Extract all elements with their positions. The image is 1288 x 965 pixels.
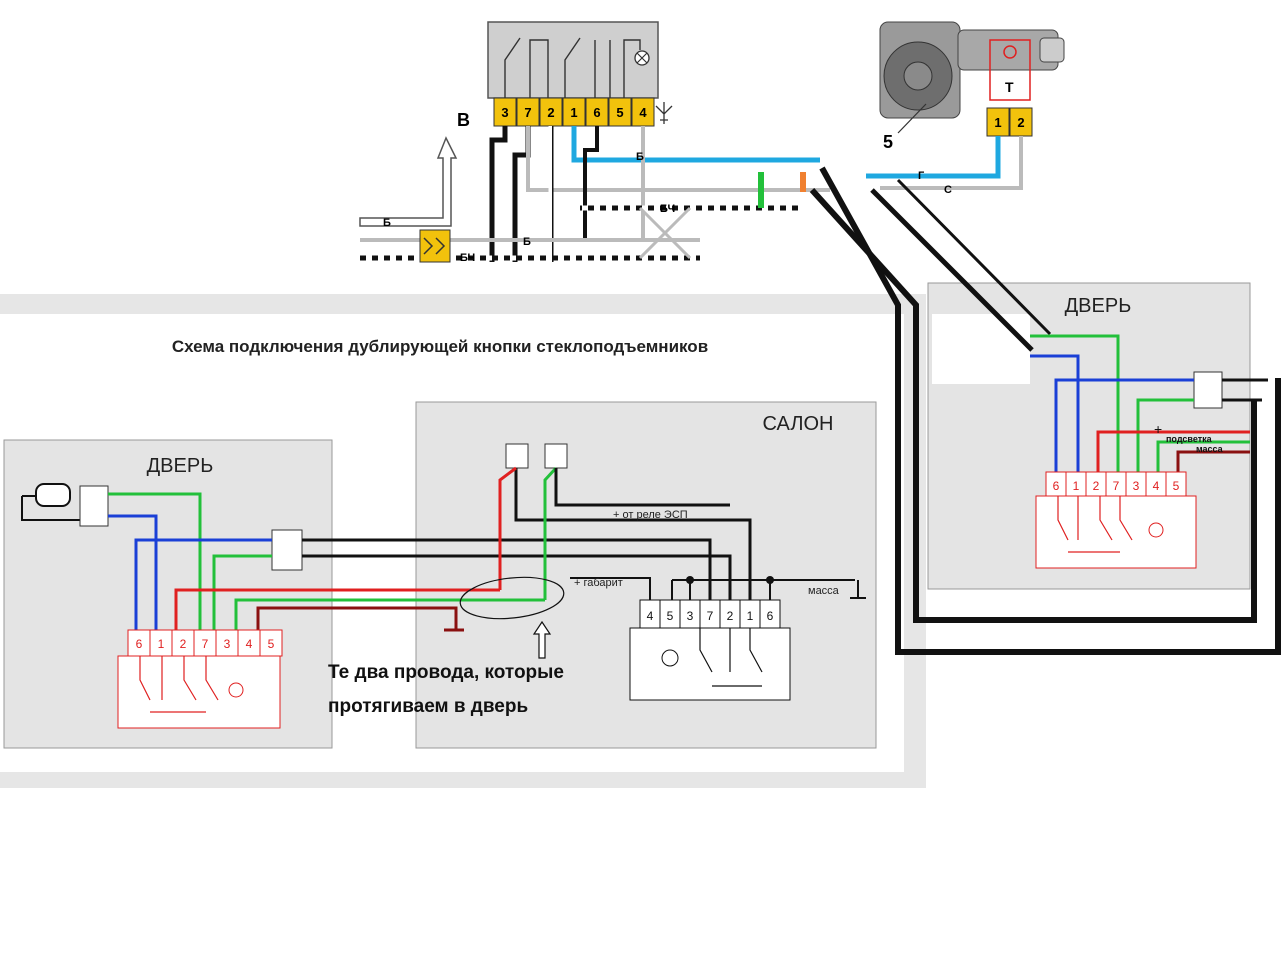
right-pin-label: 7 bbox=[1113, 479, 1120, 493]
salon-connector bbox=[544, 443, 568, 469]
left-pin-label: 5 bbox=[268, 637, 275, 651]
wire-label-b: Б bbox=[383, 217, 391, 229]
ground-icon bbox=[655, 102, 673, 124]
label-t: Т bbox=[1005, 79, 1014, 95]
right-pin-label: 1 bbox=[1073, 479, 1080, 493]
left-door-title: ДВЕРЬ bbox=[147, 455, 214, 477]
left-pin-label: 6 bbox=[136, 637, 143, 651]
wire-label-bch: БЧ bbox=[460, 252, 475, 264]
motor-thermal-circuit bbox=[989, 39, 1031, 101]
right-door-connector bbox=[1193, 371, 1223, 409]
salon-pin-label: 5 bbox=[667, 609, 674, 623]
left-door-connector bbox=[271, 529, 303, 571]
label-plus: + bbox=[1154, 421, 1162, 437]
arrow-up-icon bbox=[359, 136, 458, 227]
top-pin-row: 3 7 2 1 6 5 4 bbox=[493, 97, 655, 127]
top-yellow-connector bbox=[419, 229, 451, 263]
right-door-whiteout bbox=[932, 314, 1030, 384]
top-pin-label: 6 bbox=[593, 105, 600, 120]
salon-pin-label: 2 bbox=[727, 609, 734, 623]
motor-pin-label: 1 bbox=[994, 115, 1001, 130]
left-pin-label: 2 bbox=[180, 637, 187, 651]
top-pin-label: 4 bbox=[639, 105, 647, 120]
wire-label-b: Б bbox=[523, 236, 531, 248]
left-switch-block bbox=[117, 629, 283, 729]
left-pin-label: 4 bbox=[246, 637, 253, 651]
right-pin-label: 6 bbox=[1053, 479, 1060, 493]
top-pin-label: 1 bbox=[570, 105, 577, 120]
motor-pin-label: 2 bbox=[1017, 115, 1024, 130]
label-esp: + от реле ЭСП bbox=[613, 509, 688, 521]
top-switch-block bbox=[487, 21, 659, 99]
right-pin-label: 2 bbox=[1093, 479, 1100, 493]
label-gabarit: + габарит bbox=[574, 577, 623, 589]
label-massa: масса bbox=[808, 585, 840, 597]
motor-wires bbox=[866, 136, 1023, 190]
left-pin-label: 1 bbox=[158, 637, 165, 651]
motor-pin-row: 1 2 bbox=[986, 107, 1033, 137]
left-pin-label: 7 bbox=[202, 637, 209, 651]
label-5: 5 bbox=[883, 132, 893, 152]
scheme-title: Схема подключения дублирующей кнопки сте… bbox=[172, 337, 708, 356]
window-motor-icon bbox=[879, 21, 1065, 119]
top-wires bbox=[360, 126, 830, 262]
salon-connector bbox=[505, 443, 529, 469]
wire-label-b: Б bbox=[636, 151, 644, 163]
right-door-title: ДВЕРЬ bbox=[1065, 295, 1132, 317]
annotation-line1: Те два провода, которые bbox=[328, 662, 564, 683]
right-pin-label: 5 bbox=[1173, 479, 1180, 493]
highlight-ellipse bbox=[459, 576, 565, 620]
wire-label-g: Г bbox=[918, 170, 925, 182]
wire-label-bch: БЧ bbox=[660, 203, 675, 215]
right-switch-block bbox=[1035, 471, 1197, 569]
salon-pin-label: 6 bbox=[767, 609, 774, 623]
left-pin-label: 3 bbox=[224, 637, 231, 651]
right-pin-label: 4 bbox=[1153, 479, 1160, 493]
salon-pin-label: 3 bbox=[687, 609, 694, 623]
left-door-wires bbox=[108, 492, 545, 632]
right-door-wires bbox=[1030, 334, 1268, 476]
top-pin-label: 5 bbox=[616, 105, 623, 120]
salon-pin-label: 1 bbox=[747, 609, 754, 623]
label-massa-right: масса bbox=[1196, 444, 1224, 454]
top-pin-label: 3 bbox=[501, 105, 508, 120]
door-harness bbox=[809, 166, 1281, 655]
left-connector bbox=[79, 485, 109, 527]
left-motor-icon bbox=[21, 483, 80, 521]
salon-switch-block bbox=[629, 599, 791, 701]
salon-pin-label: 7 bbox=[707, 609, 714, 623]
right-pin-label: 3 bbox=[1133, 479, 1140, 493]
salon-title: САЛОН bbox=[763, 413, 834, 435]
top-pin-label: 2 bbox=[547, 105, 554, 120]
label-podsvetka: подсветка bbox=[1166, 434, 1213, 444]
salon-pin-label: 4 bbox=[647, 609, 654, 623]
top-pin-label: 7 bbox=[524, 105, 531, 120]
wire-label-s: С bbox=[944, 184, 952, 196]
arrow-up-icon bbox=[532, 620, 552, 659]
label-v: В bbox=[457, 110, 470, 130]
salon-wires bbox=[302, 466, 866, 600]
annotation-line2: протягиваем в дверь bbox=[328, 696, 528, 717]
